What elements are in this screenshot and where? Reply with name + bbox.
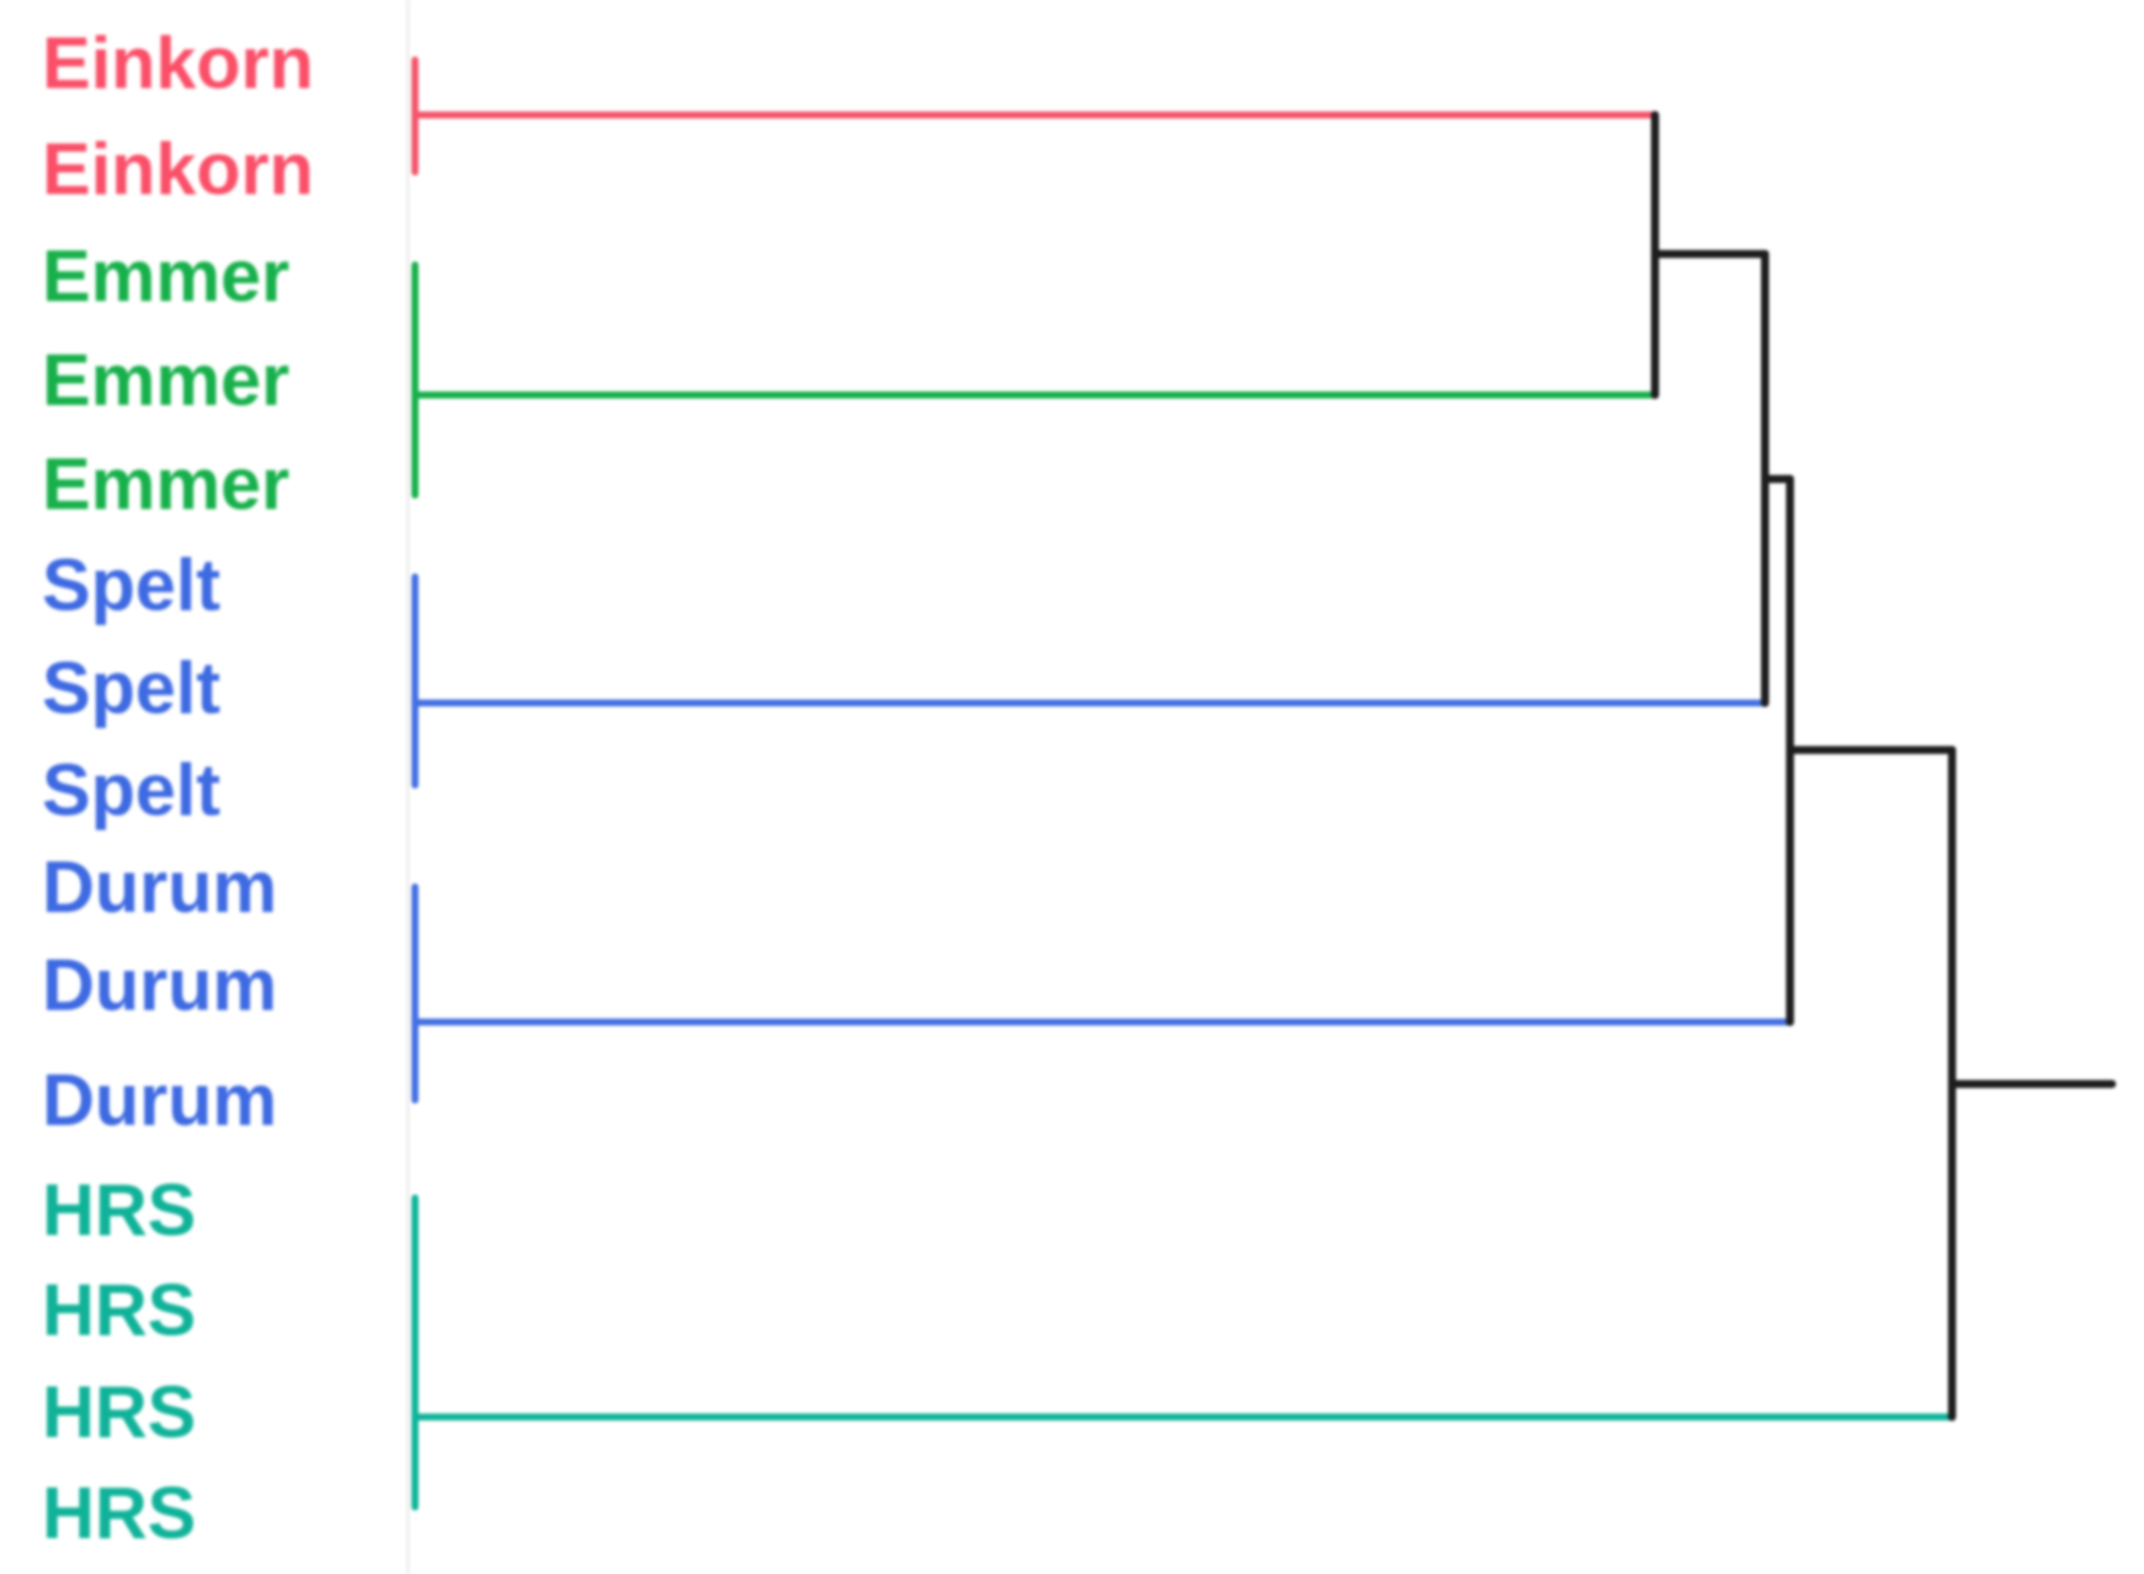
leaf-label-durum-8: Durum <box>42 846 278 928</box>
leaf-label-emmer-3: Emmer <box>42 339 290 421</box>
leaf-label-hrs-12: HRS <box>42 1269 197 1351</box>
leaf-label-spelt-5: Spelt <box>42 544 221 626</box>
leaf-label-spelt-7: Spelt <box>42 749 221 831</box>
leaf-label-durum-10: Durum <box>42 1059 278 1141</box>
leaf-label-hrs-13: HRS <box>42 1371 197 1453</box>
leaf-label-durum-9: Durum <box>42 944 278 1026</box>
leaf-label-spelt-6: Spelt <box>42 647 221 729</box>
leaf-label-einkorn-1: Einkorn <box>42 128 314 210</box>
leaf-label-emmer-2: Emmer <box>42 235 290 317</box>
leaf-label-hrs-14: HRS <box>42 1472 197 1554</box>
leaf-label-einkorn-0: Einkorn <box>42 22 314 104</box>
leaf-label-hrs-11: HRS <box>42 1169 197 1251</box>
leaf-label-emmer-4: Emmer <box>42 443 290 525</box>
